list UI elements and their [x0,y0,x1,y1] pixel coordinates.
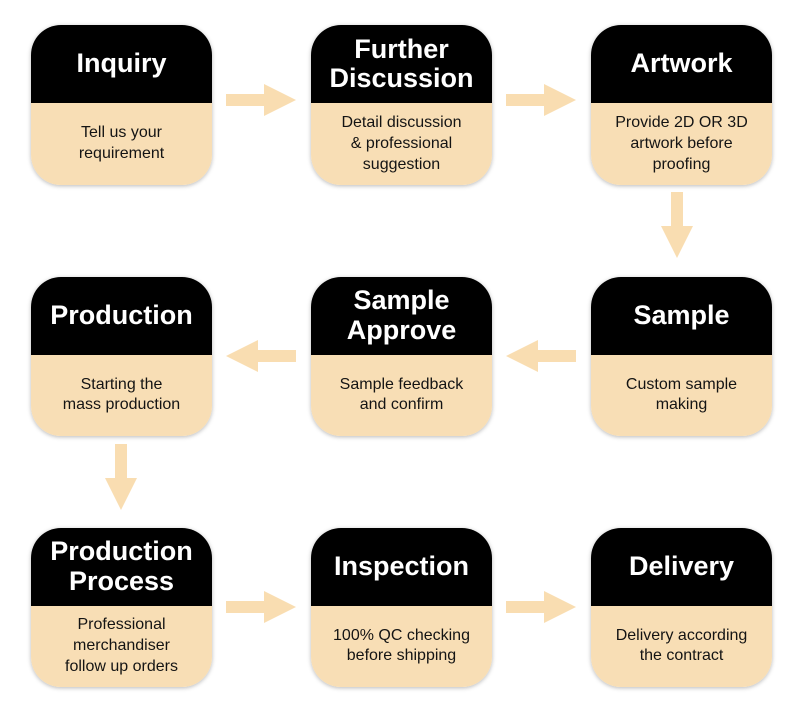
flow-card-sample-approve: Sample Approve Sample feedback and confi… [311,277,492,436]
card-header: Sample [591,277,772,355]
card-header: Further Discussion [311,25,492,104]
card-header: Delivery [591,528,772,606]
card-title: Production [50,300,193,331]
flow-card-delivery: Delivery Delivery according the contract [591,528,772,687]
card-body: Custom sample making [591,354,772,436]
arrow-right-icon [506,84,576,116]
card-header: Sample Approve [311,277,492,355]
card-header: Inspection [311,528,492,606]
card-body: Detail discussion & professional suggest… [311,103,492,185]
arrow-right-icon [226,84,296,116]
card-title: Artwork [630,48,733,79]
arrow-left-icon [226,340,296,372]
arrow-down-icon [105,444,137,510]
card-description: Detail discussion & professional suggest… [341,114,462,173]
card-description: Starting the mass production [62,375,181,414]
card-header: Inquiry [31,25,212,104]
card-header: Production [31,277,212,355]
card-body: Professional merchandiser follow up orde… [31,605,212,687]
card-header: Artwork [591,25,772,104]
card-body: Provide 2D OR 3D artwork before proofing [591,103,772,185]
flow-card-production-process: Production Process Professional merchand… [31,528,212,687]
arrow-right-icon [226,591,296,623]
flow-card-sample: Sample Custom sample making [591,277,772,436]
arrow-down-icon [661,192,693,258]
card-description: Tell us your requirement [78,124,165,163]
card-body: Starting the mass production [31,354,212,436]
card-header: Production Process [31,528,212,606]
card-description: Provide 2D OR 3D artwork before proofing [615,114,748,173]
card-description: Professional merchandiser follow up orde… [65,616,178,675]
card-body: Tell us your requirement [31,103,212,185]
card-title: Sample [633,300,730,331]
arrow-left-icon [506,340,576,372]
card-title: Delivery [628,551,735,582]
card-title: Sample Approve [346,285,457,345]
card-title: Further Discussion [329,33,474,94]
card-body: Delivery according the contract [591,605,772,687]
card-title: Inspection [333,551,469,582]
card-body: 100% QC checking before shipping [311,605,492,687]
card-description: Custom sample making [625,375,738,414]
card-title: Inquiry [76,48,167,79]
flow-card-further-discussion: Further Discussion Detail discussion & p… [311,25,492,185]
card-body: Sample feedback and confirm [311,354,492,436]
card-description: Delivery according the contract [615,626,748,665]
arrow-right-icon [506,591,576,623]
card-description: 100% QC checking before shipping [333,626,470,665]
card-title: Production Process [50,536,193,596]
flow-card-artwork: Artwork Provide 2D OR 3D artwork before … [591,25,772,185]
flow-card-inspection: Inspection 100% QC checking before shipp… [311,528,492,687]
flow-card-production: Production Starting the mass production [31,277,212,436]
flow-card-inquiry: Inquiry Tell us your requirement [31,25,212,185]
card-description: Sample feedback and confirm [339,375,464,414]
